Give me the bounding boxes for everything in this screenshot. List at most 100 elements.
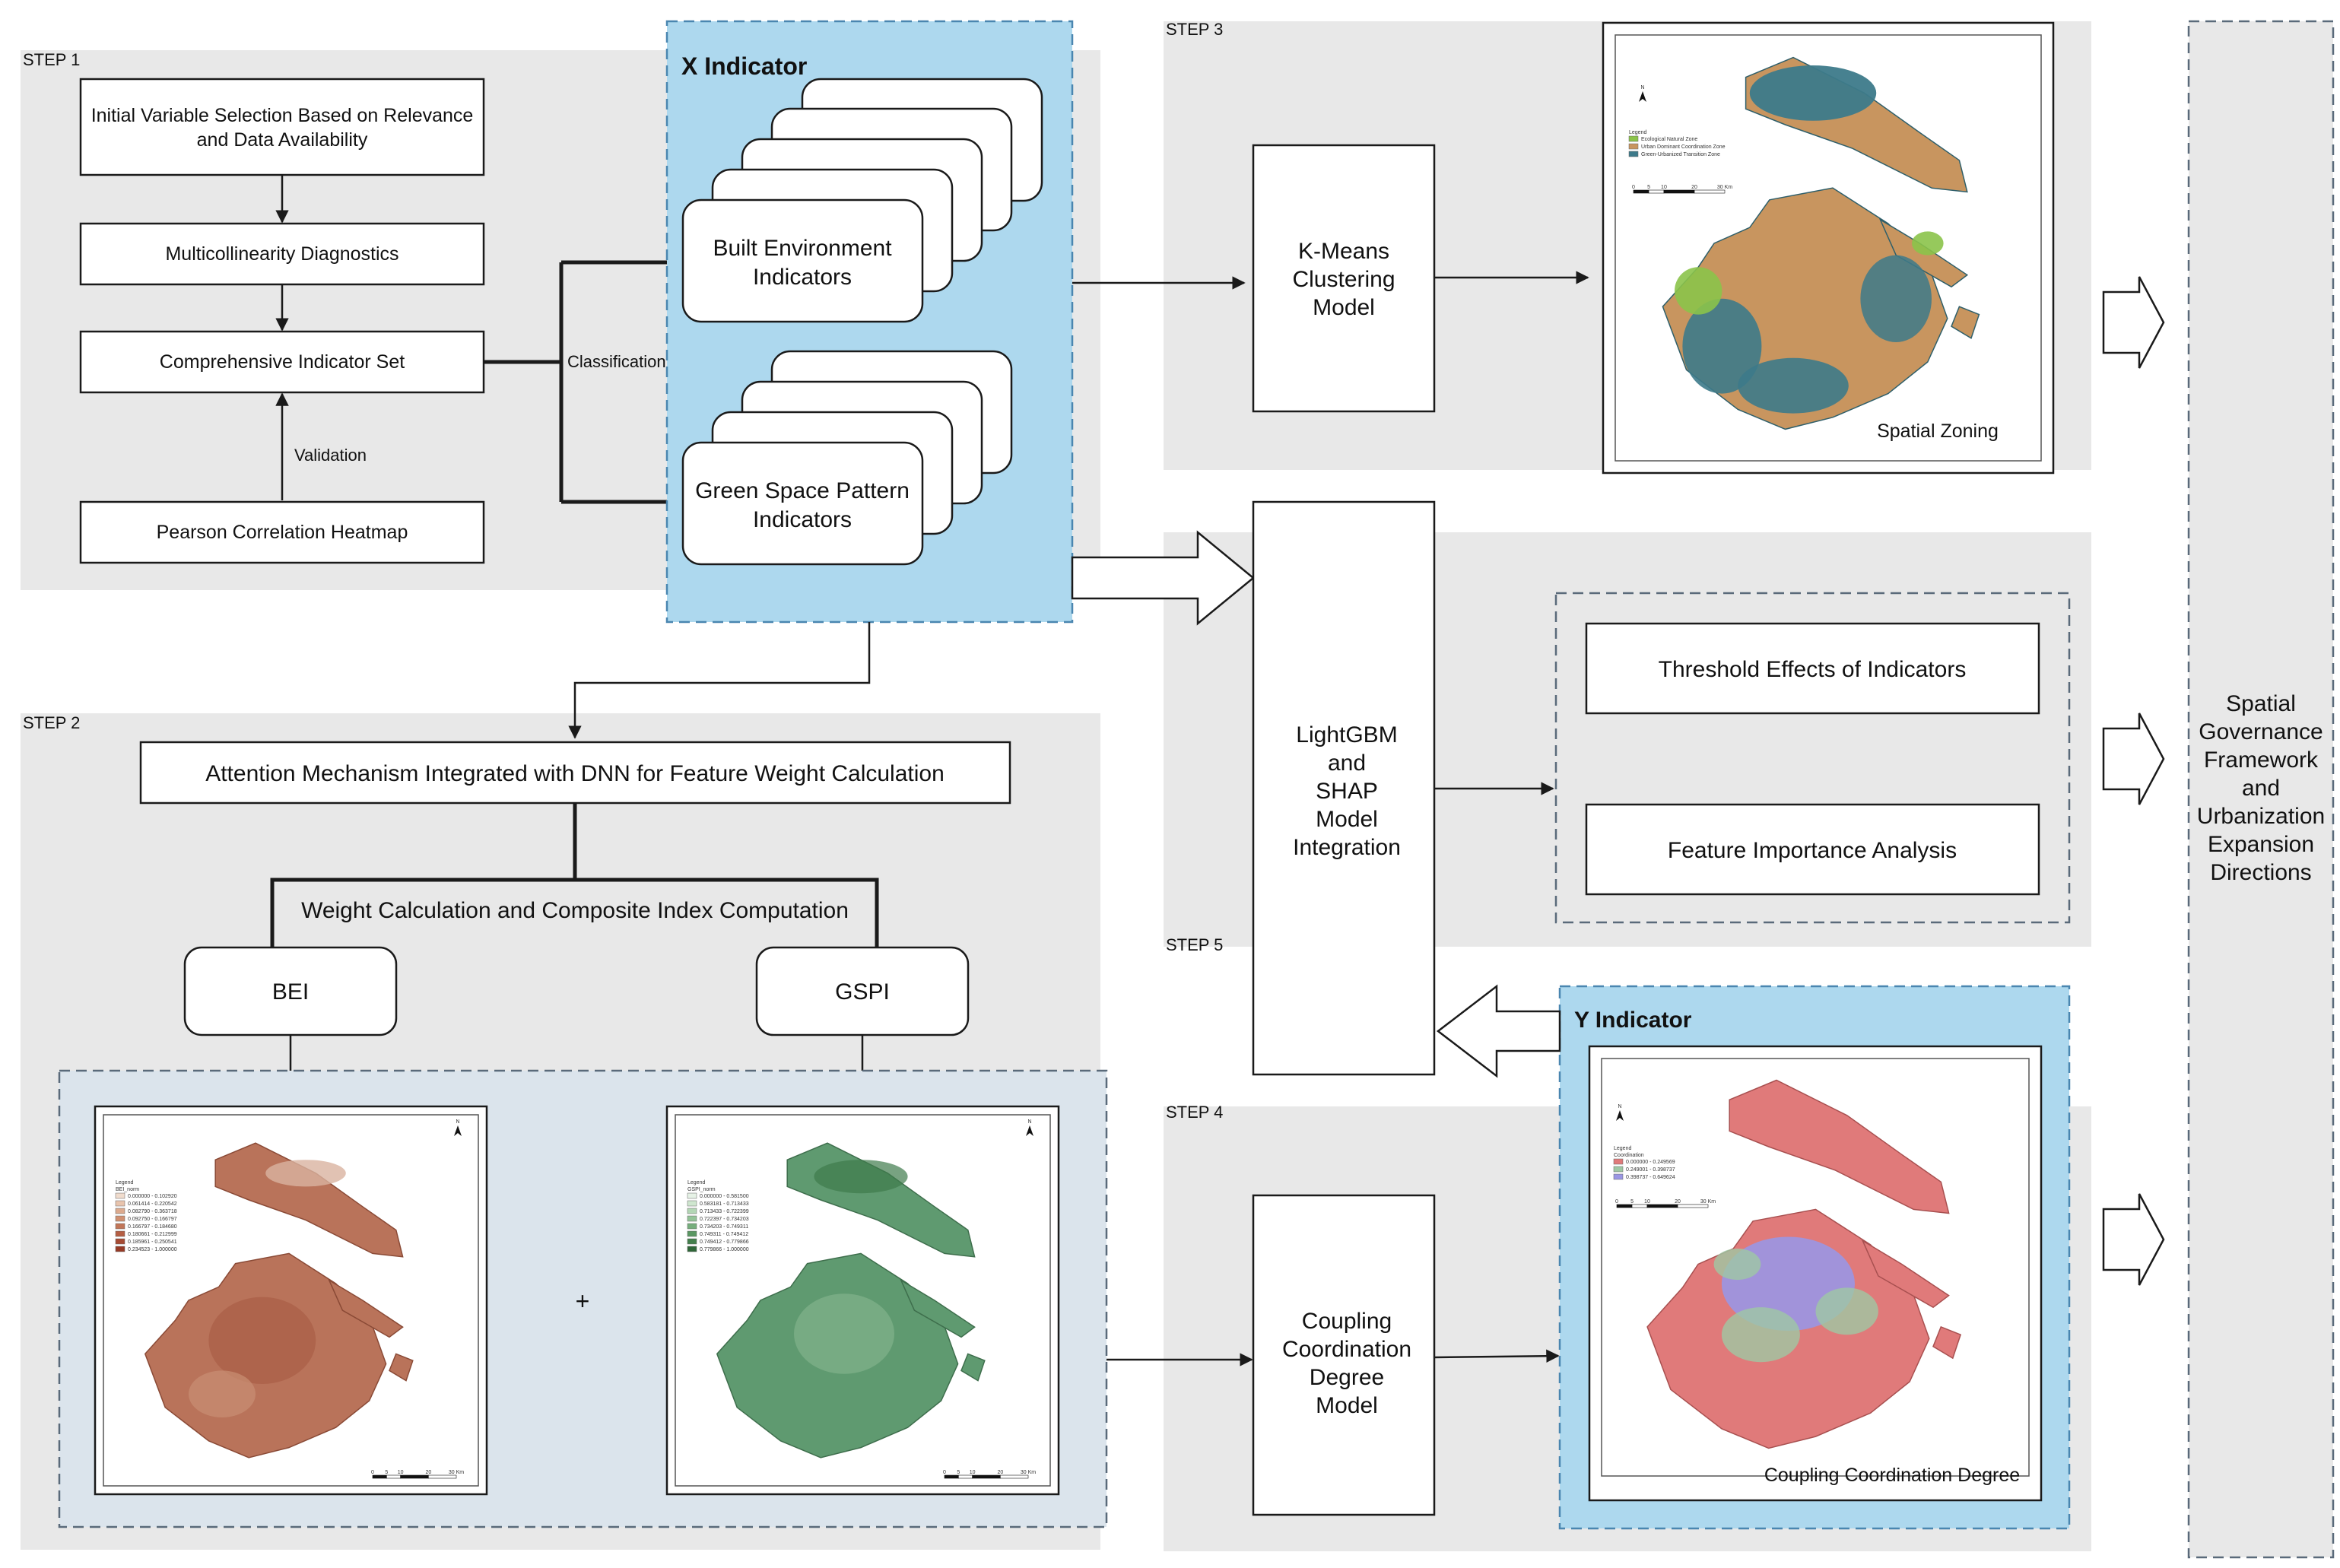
map-legend-item: 0.234523 - 1.000000 (128, 1247, 177, 1252)
scale-bar-segment (958, 1474, 973, 1479)
multicollinearity-box (79, 222, 485, 286)
scale-bar-label: 0 (1632, 185, 1635, 190)
kmeans-line3: Model (1313, 295, 1375, 320)
scale-bar-segment (400, 1474, 429, 1479)
lightgbm-line2: and (1328, 751, 1366, 776)
map-legend-swatch (1628, 143, 1639, 150)
arrow-coupling-model-to-y (1434, 1349, 1560, 1363)
shap-results-container (1554, 592, 2071, 924)
green-space-line2: Indicators (753, 507, 852, 532)
map-legend-item: 0.583181 - 0.713433 (700, 1201, 749, 1207)
arrow-x-to-attention (568, 622, 871, 739)
map-legend-title: Legend (1629, 130, 1646, 135)
map-legend-swatch (687, 1230, 697, 1237)
kmeans-line2: Clustering (1292, 267, 1395, 292)
scale-bar-label: 30 Km (1700, 1199, 1716, 1205)
y-indicator-title: Y Indicator (1574, 1008, 1692, 1033)
hollow-arrow-step4-to-final (2102, 1193, 2165, 1286)
scale-bar-segment (1631, 1204, 1648, 1208)
map-legend-swatch (115, 1230, 125, 1237)
threshold-effects-label: Threshold Effects of Indicators (1659, 657, 1967, 682)
map-zone-patch (1860, 255, 1932, 342)
map-legend-swatch (115, 1200, 125, 1207)
map-legend-swatch (687, 1192, 697, 1199)
map-zone-patch (1815, 1287, 1878, 1335)
map-legend-item: 0.061414 - 0.220542 (128, 1201, 177, 1207)
scale-bar-label: 30 Km (1717, 185, 1732, 190)
scale-bar-segment (1646, 1204, 1678, 1208)
coupling-model-line1: Coupling (1302, 1309, 1392, 1334)
map-zone-patch (265, 1160, 346, 1187)
north-arrow-icon (1616, 1110, 1624, 1121)
coupling-model-box (1252, 1194, 1436, 1516)
map-legend-swatch (687, 1215, 697, 1222)
scale-bar-label: 0 (371, 1470, 374, 1475)
bei-label: BEI (272, 979, 309, 1005)
map-legend-item: 0.734203 - 0.749311 (700, 1224, 748, 1230)
scale-bar-label: 10 (1644, 1199, 1650, 1205)
spatial-zoning-caption: Spatial Zoning (1877, 421, 1999, 442)
scale-bar-segment (1000, 1474, 1029, 1479)
map-legend-item: 0.398737 - 0.649624 (1626, 1175, 1675, 1180)
map-legend-swatch (687, 1238, 697, 1245)
comprehensive-indicator-set-label: Comprehensive Indicator Set (160, 351, 405, 373)
map-legend-item: 0.749412 - 0.779866 (700, 1239, 749, 1245)
scale-bar-segment (972, 1474, 1001, 1479)
map-legend-swatch (1628, 151, 1639, 157)
final-line4: and (2242, 776, 2280, 801)
map-legend-swatch (687, 1208, 697, 1214)
scale-bar-label: 5 (1630, 1199, 1634, 1205)
lightgbm-line5: Integration (1293, 835, 1401, 860)
map-legend-swatch (115, 1192, 125, 1199)
north-label: N (1027, 1119, 1031, 1125)
hollow-arrow-x-to-lightgbm (1071, 530, 1255, 626)
pearson-heatmap-box (79, 500, 485, 564)
map-legend-title: Legend (1614, 1146, 1631, 1151)
map-legend-item: 0.249001 - 0.398737 (1626, 1167, 1675, 1173)
gspi-label: GSPI (835, 979, 890, 1005)
coupling-model-line3: Degree (1310, 1365, 1384, 1390)
coupling-model-line2: Coordination (1282, 1337, 1411, 1362)
scale-bar-label: 20 (1675, 1199, 1681, 1205)
scale-bar-label: 10 (970, 1470, 976, 1475)
lightgbm-line3: SHAP (1316, 779, 1378, 804)
scale-bar-label: 30 Km (1021, 1470, 1036, 1475)
final-line1: Spatial (2226, 691, 2296, 716)
lightgbm-shap-box (1252, 500, 1436, 1076)
map-zone-patch (1749, 65, 1877, 121)
map-landmass (389, 1353, 414, 1382)
scale-bar-label: 0 (1615, 1199, 1618, 1205)
classification-label-bg (564, 350, 662, 373)
map-zone-patch (1682, 298, 1762, 394)
map-legend-item: 0.000000 - 0.249569 (1626, 1160, 1675, 1165)
map-zone-patch (1738, 357, 1849, 414)
map-legend-item: 0.092750 - 0.166797 (128, 1217, 177, 1222)
map-legend-swatch (115, 1246, 125, 1252)
map-landmass (1932, 1325, 1962, 1360)
scale-bar-segment (1694, 189, 1726, 194)
map-legend-item: Urban Dominant Coordination Zone (1641, 144, 1726, 150)
map-legend-item: 0.185961 - 0.250541 (128, 1239, 177, 1245)
lightgbm-line4: Model (1316, 807, 1378, 832)
built-environment-line2: Indicators (753, 265, 852, 290)
scale-bar-label: 10 (1661, 185, 1667, 190)
scale-bar-segment (386, 1474, 401, 1479)
map-landmass (328, 1278, 404, 1338)
final-outcome-box (2187, 20, 2335, 1559)
green-space-card-stack (681, 350, 1013, 566)
map-legend-item: 0.082790 - 0.363718 (128, 1209, 177, 1214)
kmeans-box (1252, 144, 1436, 413)
initial-variable-selection-box (79, 78, 485, 176)
map-legend-title: Legend (687, 1180, 705, 1186)
validation-label: Validation (294, 446, 367, 465)
map-legend-swatch (687, 1200, 697, 1207)
coupling-map-inner-frame (1601, 1058, 2030, 1477)
final-line5: Urbanization (2197, 804, 2325, 829)
final-line6: Expansion (2208, 832, 2314, 857)
scale-bar-segment (944, 1474, 959, 1479)
green-space-line1: Green Space Pattern (695, 478, 910, 503)
final-line2: Governance (2199, 719, 2323, 744)
